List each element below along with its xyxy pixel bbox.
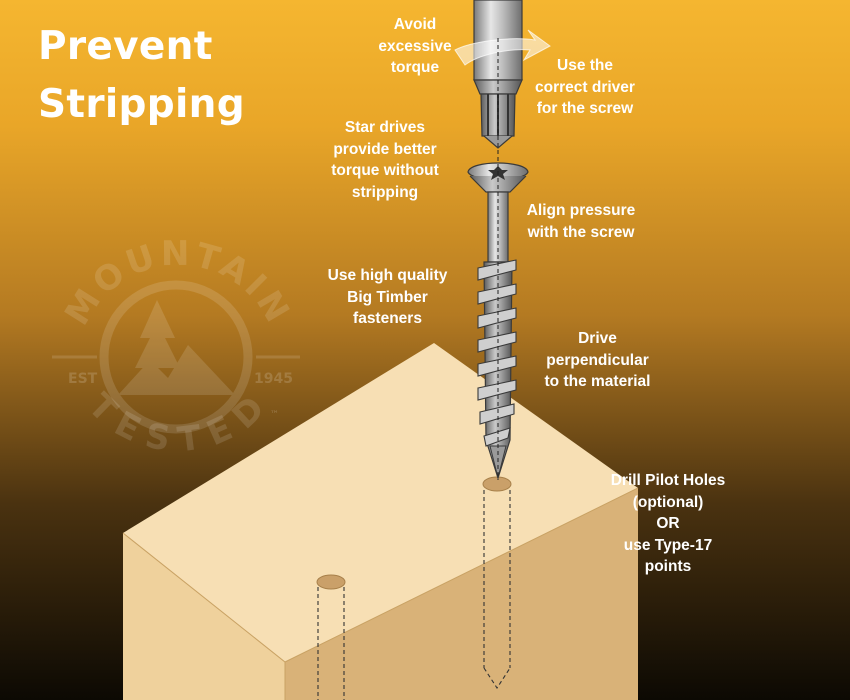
watermark-bottom-text: TESTED bbox=[80, 386, 271, 461]
pilot-holes bbox=[316, 476, 512, 700]
watermark-trademark: ™ bbox=[270, 410, 279, 420]
pilot-hole-right bbox=[482, 476, 512, 492]
wood-block-front-face bbox=[285, 488, 638, 700]
callout-pilot-holes: Drill Pilot Holes (optional) OR use Type… bbox=[610, 472, 726, 575]
callout-perpendicular: Drive perpendicular to the material bbox=[544, 330, 651, 390]
pilot-hole-left bbox=[316, 574, 346, 590]
watermark-top-text: MOUNTAIN bbox=[57, 235, 295, 332]
callout-align-pressure: Align pressure with the screw bbox=[526, 202, 636, 241]
callout-correct-driver: Use the correct driver for the screw bbox=[535, 57, 635, 117]
svg-text:TESTED: TESTED bbox=[80, 386, 275, 461]
callout-star-drives: Star drives provide better torque withou… bbox=[331, 119, 439, 201]
watermark-logo bbox=[52, 280, 300, 434]
callout-avoid-torque: Avoid excessive torque bbox=[378, 16, 452, 76]
watermark-est: EST bbox=[68, 371, 98, 387]
watermark-ring-text: MOUNTAIN TESTED EST 1945 ™ bbox=[57, 235, 299, 461]
wood-block-left-face bbox=[123, 533, 285, 700]
page-title-line1: Prevent bbox=[38, 24, 213, 69]
page-title-line2: Stripping bbox=[38, 82, 245, 127]
svg-text:MOUNTAIN: MOUNTAIN bbox=[57, 235, 299, 332]
callout-high-quality: Use high quality Big Timber fasteners bbox=[327, 267, 448, 327]
torque-arrow bbox=[454, 29, 551, 66]
watermark-year: 1945 bbox=[254, 371, 293, 387]
